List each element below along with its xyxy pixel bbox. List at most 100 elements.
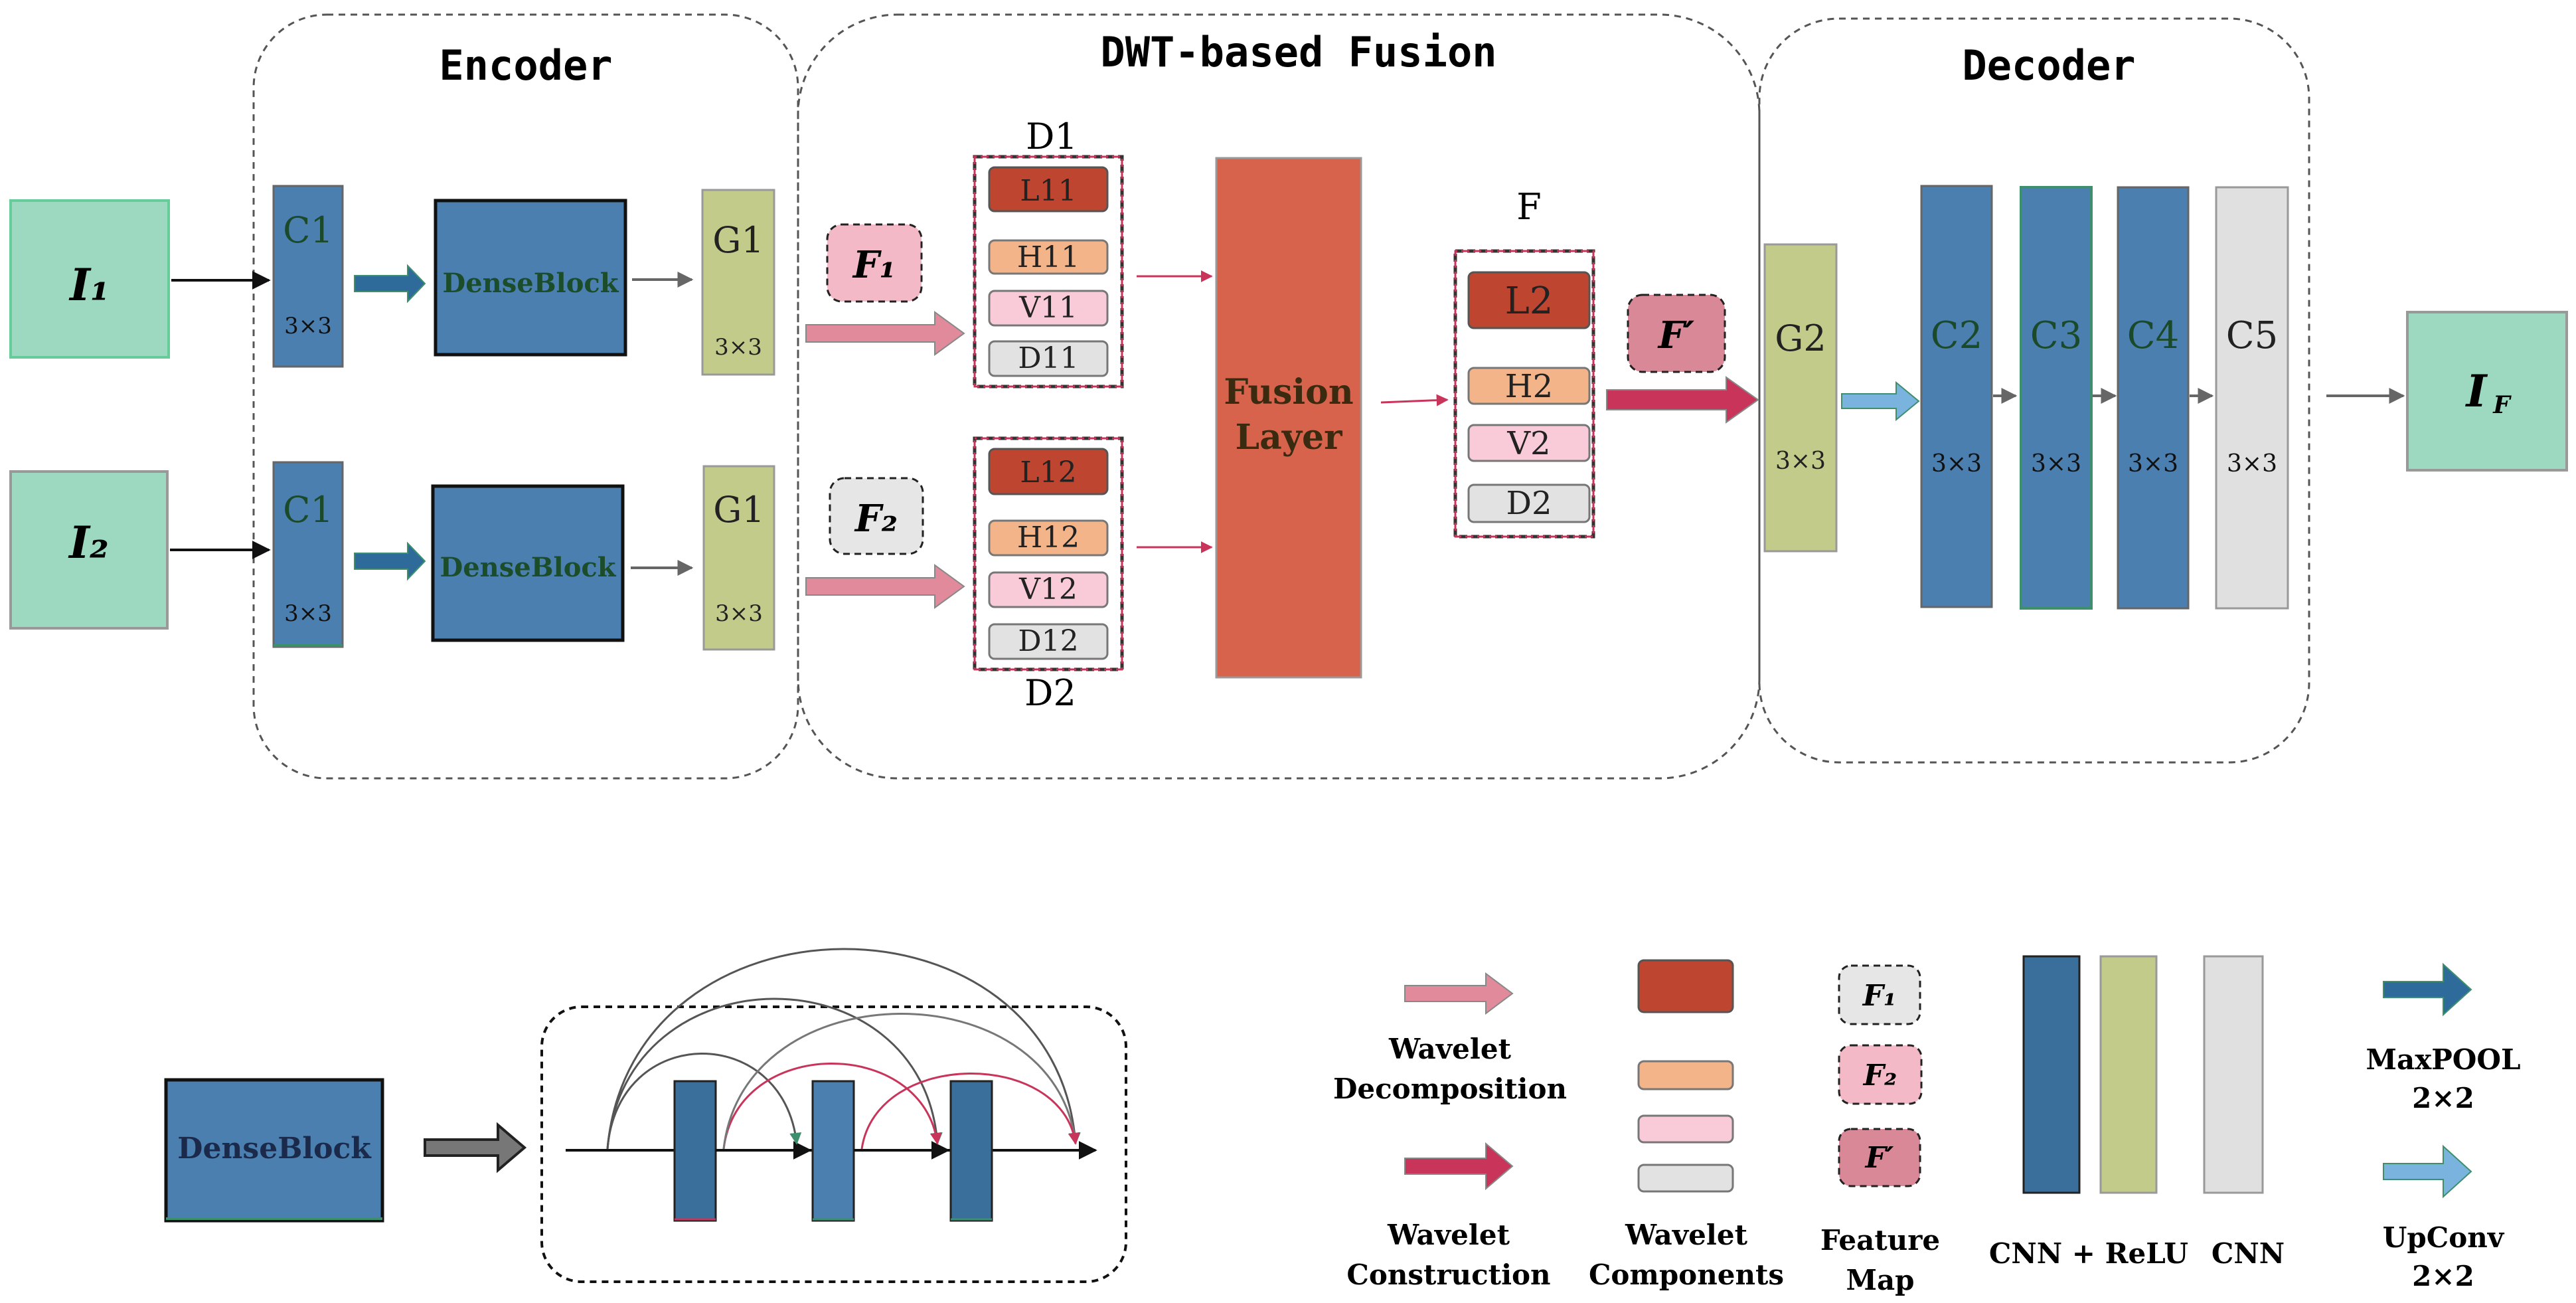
denseblock-bottom	[431, 484, 625, 642]
conv-c1-bottom-label: C1	[283, 489, 333, 531]
legend-d-band	[1637, 1164, 1734, 1193]
input-image-2	[9, 470, 169, 630]
band-h2-label: H2	[1505, 368, 1553, 405]
band-d11-label: D11	[1018, 341, 1078, 375]
legend-cnn-relu-blue	[2022, 955, 2081, 1194]
band-v12-label: V12	[1018, 572, 1078, 606]
decomposition-arrow-bottom	[805, 564, 965, 609]
decomposition-arrow-top	[805, 311, 965, 356]
legend-components-label-1: Wavelet	[1625, 1219, 1748, 1251]
conv-c1-bottom-kernel: 3×3	[284, 600, 332, 627]
legend-upconv-label-2: 2×2	[2412, 1260, 2474, 1292]
legend-components-label-2: Components	[1589, 1259, 1784, 1291]
band-l2-label: L2	[1505, 280, 1554, 323]
legend-v-band	[1637, 1114, 1734, 1144]
legend-maxpool-label-2: 2×2	[2412, 1082, 2474, 1114]
legend-cnn-relu-green	[2099, 955, 2158, 1194]
denseblock-detail	[540, 1005, 1127, 1283]
legend-dense-expand-arrow	[424, 1122, 527, 1173]
denseblock-top-label: DenseBlock	[443, 268, 619, 299]
dense-skip-arc-2	[606, 998, 943, 1150]
band-v2	[1467, 424, 1591, 462]
band-h11	[988, 239, 1109, 275]
construction-arrow	[1606, 376, 1759, 424]
d2-label: D2	[1024, 672, 1076, 714]
denseblock-layer-2	[811, 1080, 855, 1222]
input-image-1	[9, 199, 170, 359]
band-h2	[1467, 367, 1591, 405]
conv-g1-top-kernel: 3×3	[714, 334, 762, 361]
dense-skip-arc-4	[722, 1063, 942, 1150]
legend-maxpool-label-1: MaxPOOL	[2366, 1043, 2520, 1076]
conv-g1-bottom-kernel: 3×3	[715, 600, 763, 627]
feature-map-f1-label: F₁	[852, 243, 896, 287]
conv-g1-bottom-label: G1	[713, 489, 765, 531]
band-h12	[988, 519, 1109, 557]
legend-feature-map-label-1: Feature	[1820, 1224, 1940, 1257]
legend-construction-label-2: Construction	[1346, 1259, 1550, 1291]
legend-construction-label-1: Wavelet	[1387, 1219, 1510, 1251]
input-image-2-label: I₂	[68, 517, 109, 568]
input-image-1-label: I₁	[68, 259, 110, 311]
conv-g1-top-label: G1	[712, 219, 764, 261]
encoder-title: Encoder	[439, 41, 612, 90]
fusion-title: DWT-based Fusion	[1100, 28, 1496, 76]
output-image	[2406, 311, 2568, 472]
band-v11	[988, 290, 1109, 327]
output-image-label: I	[2465, 365, 2488, 417]
fusion-layer-label-line2: Layer	[1236, 417, 1343, 458]
dense-skip-arc-5	[722, 1013, 1081, 1150]
band-d2-label: D2	[1506, 485, 1552, 522]
legend-denseblock-label: DenseBlock	[177, 1132, 372, 1166]
dense-skip-arc-1	[606, 1053, 802, 1150]
legend-f1-label: F₁	[1862, 979, 1897, 1013]
legend-upconv-arrow	[2383, 1144, 2472, 1199]
fusion-layer-label-line1: Fusion	[1224, 372, 1353, 412]
dense-skip-arc-6	[860, 1073, 1080, 1150]
legend-cnn-relu-label: CNN + ReLU	[1989, 1237, 2188, 1270]
feature-map-f2-label: F₂	[854, 497, 898, 541]
band-d12	[988, 623, 1109, 660]
band-l12-label: L12	[1020, 456, 1076, 489]
conv-c1-top-kernel: 3×3	[284, 313, 332, 339]
band-d12-label: D12	[1018, 624, 1078, 658]
band-l11	[988, 166, 1109, 213]
legend-decomposition-label-2: Decomposition	[1333, 1073, 1567, 1105]
legend-f1	[1838, 964, 1921, 1025]
conv-c1-top	[272, 185, 344, 368]
legend-h-band	[1637, 1060, 1734, 1090]
encoder-section	[252, 13, 799, 780]
f-label: F	[1516, 186, 1541, 228]
band-h11-label: H11	[1017, 240, 1080, 274]
conv-c3-kernel: 3×3	[2031, 450, 2081, 478]
band-v11-label: V11	[1018, 291, 1078, 325]
maxpool-arrow-bottom	[354, 541, 426, 581]
fusion-layer	[1215, 157, 1362, 679]
feature-map-f1	[826, 223, 923, 303]
conv-c3-label: C3	[2030, 314, 2082, 357]
conv-c2-label: C2	[1931, 314, 1982, 357]
dense-skip-arc-3	[606, 948, 1081, 1150]
legend-low-band	[1637, 959, 1734, 1013]
denseblock-layer-1	[673, 1080, 717, 1222]
arrow-fusion-to-f	[1380, 394, 1449, 406]
conv-g2	[1763, 243, 1838, 553]
band-d2	[1467, 483, 1591, 523]
denseblock-layer-3	[949, 1080, 993, 1222]
conv-c4-label: C4	[2127, 314, 2179, 357]
legend-fprime-label: F′	[1864, 1141, 1894, 1175]
conv-c5-label: C5	[2226, 314, 2278, 357]
legend-feature-map-label-2: Map	[1846, 1264, 1914, 1296]
band-l2	[1467, 271, 1591, 329]
legend-maxpool-arrow	[2383, 962, 2472, 1017]
feature-map-fprime	[1627, 294, 1726, 373]
legend-construction-arrow	[1404, 1142, 1514, 1191]
band-h12-label: H12	[1017, 521, 1080, 555]
conv-c1-top-label: C1	[283, 209, 333, 251]
legend-fprime	[1838, 1128, 1921, 1187]
conv-c4	[2117, 186, 2190, 610]
legend-decomposition-arrow	[1404, 972, 1514, 1015]
conv-c5	[2215, 186, 2289, 610]
legend-decomposition-label-1: Wavelet	[1388, 1033, 1512, 1065]
decoder-section	[1758, 17, 2310, 764]
